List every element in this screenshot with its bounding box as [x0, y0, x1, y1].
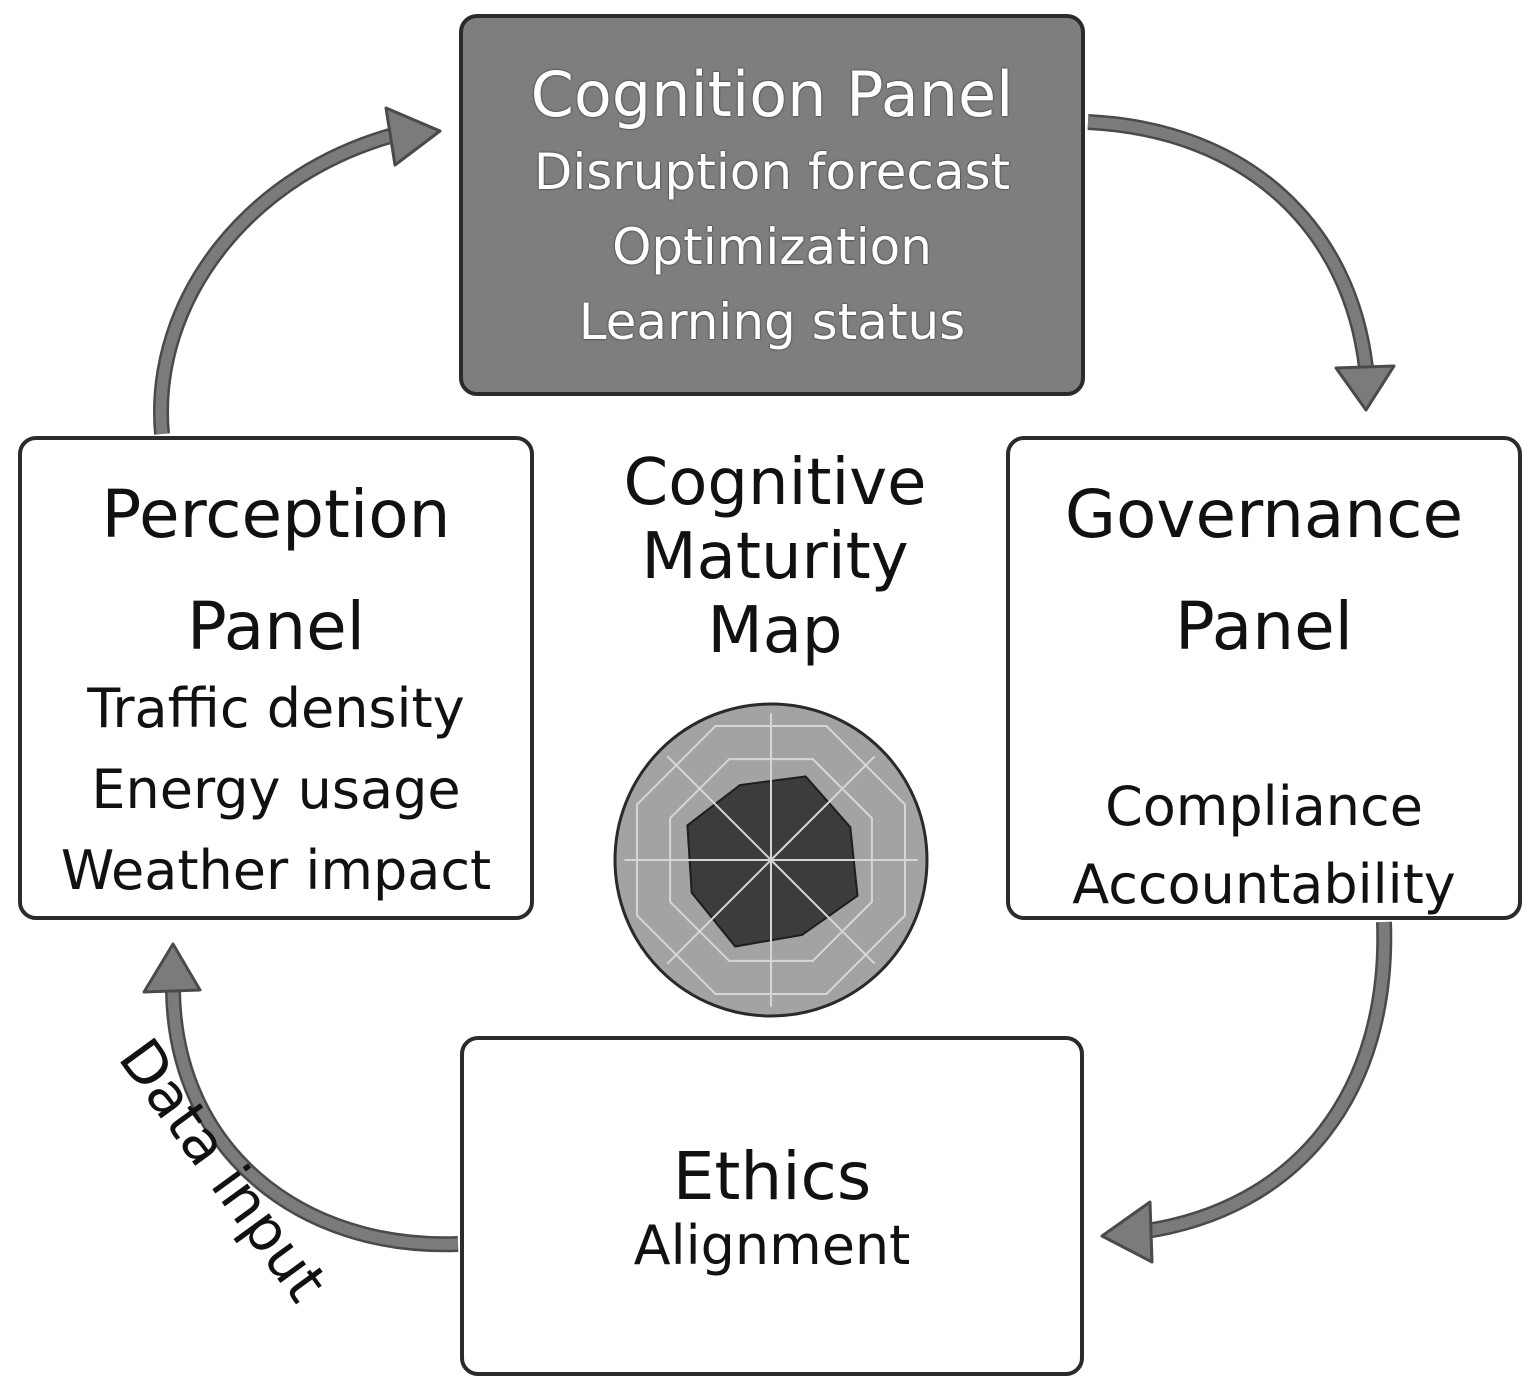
arrow-cognition-to-governance: [1087, 116, 1372, 369]
arrow-head-to-cognition: [384, 106, 442, 167]
arrow-head-to-perception: [142, 942, 202, 994]
center-title-line1: Cognitive: [623, 446, 927, 520]
cognition-item-disruption-forecast: Disruption forecast: [533, 143, 1011, 202]
radar-spoke-3: [770, 859, 876, 965]
governance-items: Compliance Accountability: [1010, 768, 1518, 925]
perception-item-traffic-density: Traffic density: [87, 676, 465, 740]
cognition-item-learning-status: Learning status: [578, 293, 966, 352]
cognition-item-optimization: Optimization: [612, 218, 932, 277]
governance-item-accountability: Accountability: [1072, 853, 1456, 917]
radar-grid-ring-1: [669, 758, 873, 962]
governance-panel-title-line2: Panel: [1174, 587, 1354, 665]
center-title-line3: Map: [707, 594, 843, 669]
cognition-panel-title: Cognition Panel: [530, 58, 1014, 131]
radar-spoke-7: [666, 755, 772, 861]
perception-panel-title-line1: Perception: [101, 476, 451, 553]
perception-item-weather-impact: Weather impact: [60, 838, 492, 902]
governance-panel-title-line1: Governance: [1064, 476, 1464, 553]
ethics-panel: Ethics Alignment: [460, 1036, 1084, 1376]
ethics-panel-title: Ethics: [672, 1138, 872, 1215]
cognition-panel: Cognition Panel Disruption forecast Opti…: [459, 14, 1085, 396]
center-title-line2: Maturity: [641, 520, 909, 595]
radar-grid-ring-0: [636, 725, 906, 995]
cognitive-maturity-map-title: Cognitive Maturity Map: [560, 446, 990, 669]
perception-panel-title-line2: Panel: [186, 587, 366, 665]
cycle-arrows: [142, 106, 1396, 1264]
arrow-governance-to-ethics: [1139, 921, 1390, 1238]
governance-item-compliance: Compliance: [1105, 775, 1423, 838]
governance-panel: Governance Panel Compliance Accountabili…: [1006, 436, 1522, 920]
perception-item-energy-usage: Energy usage: [91, 757, 461, 821]
radar-spoke-5: [666, 859, 772, 965]
arrow-ethics-to-perception: [167, 989, 459, 1250]
ethics-item-alignment: Alignment: [633, 1213, 911, 1277]
perception-panel: Perception Panel Traffic density Energy …: [18, 436, 534, 920]
arrow-perception-to-cognition: [155, 126, 407, 435]
arrow-head-to-ethics: [1100, 1200, 1154, 1264]
radar-spoke-1: [770, 755, 876, 861]
cognitive-maturity-radar: [613, 702, 929, 1018]
arrow-head-to-governance: [1334, 364, 1396, 412]
